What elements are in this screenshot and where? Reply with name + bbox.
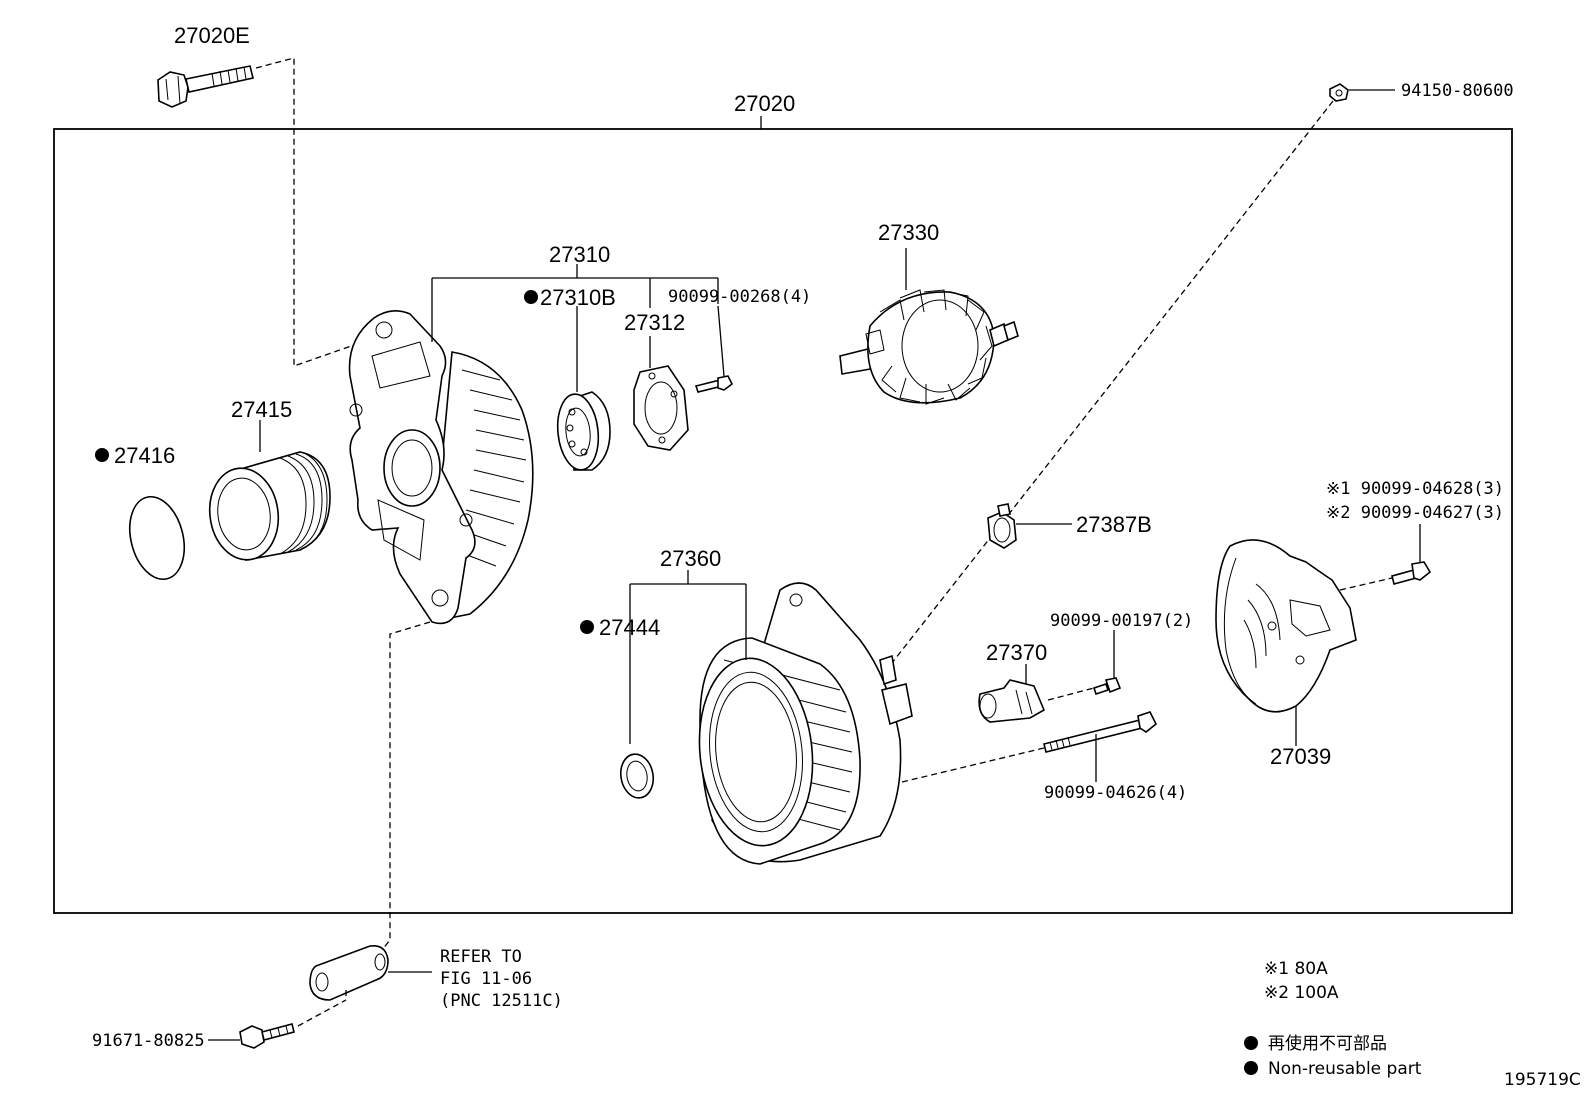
nonreusable-marker-27416	[95, 448, 109, 462]
dashed-guide-94150	[887, 100, 1334, 669]
label-90099-04628: ※1 90099-04628(3)	[1326, 479, 1504, 499]
label-27330: 27330	[878, 220, 939, 245]
label-27416: 27416	[114, 443, 175, 468]
label-90099-00197: 90099-00197(2)	[1050, 611, 1193, 631]
stator-27360-drawing	[698, 582, 913, 865]
nonreusable-marker-27444	[580, 620, 594, 634]
dashed-guide-27370	[1047, 687, 1095, 701]
label-27360: 27360	[660, 546, 721, 571]
label-27387B: 27387B	[1076, 512, 1152, 537]
label-90099-04627: ※2 90099-04627(3)	[1326, 503, 1504, 523]
label-90099-04626: 90099-04626(4)	[1044, 783, 1187, 803]
legend-en-text: Non-reusable part	[1268, 1059, 1422, 1079]
brush-holder-27370-drawing	[978, 679, 1046, 723]
label-27444: 27444	[599, 615, 660, 640]
label-pnc-12511c: (PNC 12511C)	[440, 991, 563, 1011]
bolt-90099-04626-drawing	[1043, 711, 1158, 753]
screw-90099-00197-drawing	[1092, 677, 1122, 696]
label-27310: 27310	[549, 242, 610, 267]
label-27370: 27370	[986, 640, 1047, 665]
assembly-frame	[53, 128, 1513, 914]
label-fig-11-06: FIG 11-06	[440, 969, 532, 989]
label-91671-80825: 91671-80825	[92, 1031, 205, 1051]
legend-dot-en	[1244, 1061, 1258, 1075]
label-27415: 27415	[231, 397, 292, 422]
label-27312: 27312	[624, 310, 685, 335]
rotor-27330-drawing	[839, 289, 1019, 405]
seal-27444-drawing	[619, 753, 655, 799]
dashed-guide-lower	[381, 621, 431, 951]
drive-end-frame-drawing	[348, 310, 534, 625]
bolt-91671-drawing	[239, 1023, 295, 1049]
legend-jp-text: 再使用不可部品	[1268, 1033, 1387, 1054]
nonreusable-marker-27310B	[524, 290, 538, 304]
label-94150-80600: 94150-80600	[1401, 81, 1514, 101]
legend-note-80a: ※1 80A	[1264, 959, 1328, 979]
label-27310B: 27310B	[540, 285, 616, 310]
clip-94150-drawing	[1329, 83, 1349, 102]
figure-id: 195719C	[1504, 1070, 1581, 1090]
cover-27416-drawing	[129, 495, 185, 581]
dashed-guide-27020E	[255, 57, 358, 367]
label-27039: 27039	[1270, 744, 1331, 769]
pulley-27415-drawing	[208, 451, 331, 561]
dashed-guide-stator	[901, 747, 1045, 783]
label-27020E: 27020E	[174, 23, 250, 48]
legend-note-100a: ※2 100A	[1264, 983, 1339, 1003]
bearing-27310B-drawing	[556, 391, 611, 471]
label-90099-00268: 90099-00268(4)	[668, 287, 811, 307]
bolt-27020E-drawing	[157, 65, 254, 108]
label-27020: 27020	[734, 91, 795, 116]
terminal-27387B-drawing	[987, 503, 1017, 549]
dashed-guide-27039	[1339, 577, 1393, 591]
bushing-drawing	[309, 944, 389, 1001]
label-refer-to: REFER TO	[440, 947, 522, 967]
rear-cover-27039-drawing	[1215, 539, 1357, 713]
screw-90099-00268-drawing	[694, 375, 734, 393]
bracket-27360	[629, 570, 747, 744]
leader-90099-00268	[717, 305, 725, 377]
bracket-27310	[431, 264, 719, 342]
screw-90099-04628-drawing	[1391, 561, 1432, 585]
legend-dot-jp	[1244, 1036, 1258, 1050]
dashed-guide-91671	[297, 999, 347, 1027]
retainer-27312-drawing	[633, 365, 689, 451]
